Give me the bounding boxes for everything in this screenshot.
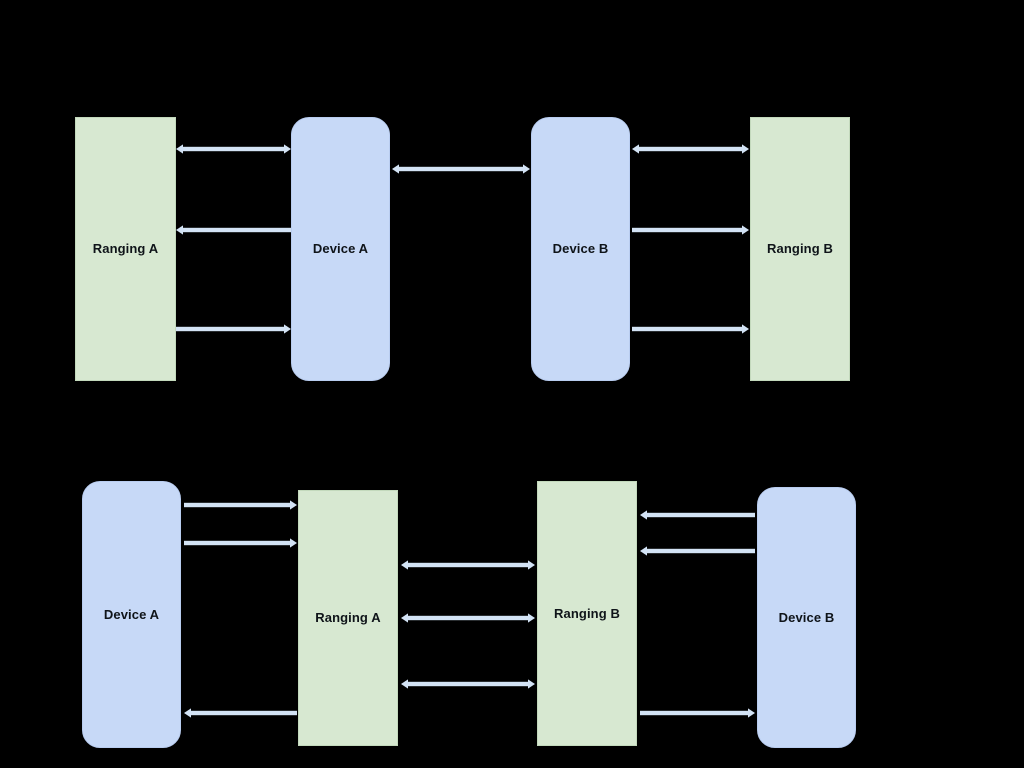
arrow-device-b-to-ranging-b-upper bbox=[640, 508, 755, 522]
arrow-ranging-a-ranging-b-bidirectional-upper bbox=[401, 558, 535, 572]
node-label: Ranging A bbox=[315, 610, 381, 626]
node-bot-ranging-a[interactable]: Ranging A bbox=[298, 490, 398, 746]
node-label: Device A bbox=[103, 606, 160, 622]
node-top-ranging-b[interactable]: Ranging B bbox=[750, 117, 850, 381]
arrow-device-a-to-ranging-a-upper bbox=[184, 498, 297, 512]
arrow-device-b-to-ranging-b-lower bbox=[640, 544, 755, 558]
arrow-ranging-a-to-device-a bbox=[184, 706, 297, 720]
node-label: Device B bbox=[778, 609, 835, 625]
node-bot-device-b[interactable]: Device B bbox=[757, 487, 856, 748]
node-bot-device-a[interactable]: Device A bbox=[82, 481, 181, 748]
arrow-ranging-a-ranging-b-bidirectional-lower bbox=[401, 677, 535, 691]
node-bot-ranging-b[interactable]: Ranging B bbox=[537, 481, 637, 746]
arrow-ranging-a-ranging-b-bidirectional-middle bbox=[401, 611, 535, 625]
arrow-device-a-to-ranging-a-lower bbox=[184, 536, 297, 550]
node-label: Ranging B bbox=[554, 605, 620, 621]
arrow-ranging-b-to-device-b bbox=[640, 706, 755, 720]
